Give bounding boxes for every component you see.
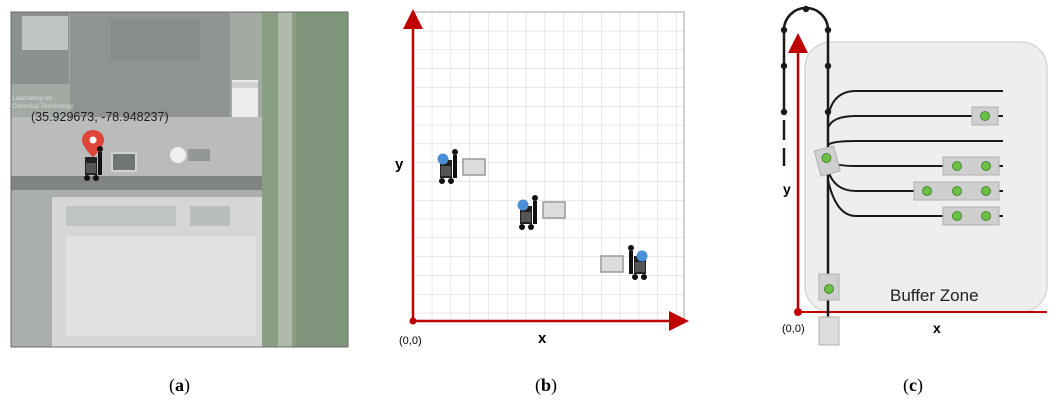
robot-position-1 <box>437 149 486 184</box>
x-axis-label: x <box>538 330 547 347</box>
caption-a: (a) <box>169 375 190 396</box>
cart-icon <box>111 152 137 172</box>
caption-b: (b) <box>535 375 557 396</box>
cart-icon <box>542 201 566 219</box>
buffer-zone-label: Buffer Zone <box>890 286 979 305</box>
map-frame <box>10 11 349 348</box>
road-right <box>278 12 292 347</box>
origin-dot <box>794 308 802 316</box>
faint-label-1: Laboratory for <box>12 95 53 102</box>
caption-c: (c) <box>903 375 923 396</box>
svg-text:(c): (c) <box>903 375 923 396</box>
road-center <box>11 176 262 190</box>
caption-letter: b <box>541 375 551 395</box>
robot-marker <box>636 250 648 262</box>
caption-letter: c <box>909 375 917 395</box>
gps-coordinate-label: (35.929673, -78.948237) <box>31 110 169 124</box>
origin-dot <box>409 317 417 325</box>
origin-label: (0,0) <box>782 323 805 335</box>
robot-position-2 <box>517 195 566 230</box>
y-axis-label: y <box>395 156 404 173</box>
cart-icon <box>600 255 624 273</box>
faint-label-2: Chemical Technology <box>12 103 74 110</box>
svg-text:(a): (a) <box>169 375 190 396</box>
panel-c-track-diagram: y x (0,0) Buffer Zone <box>780 5 1048 346</box>
y-axis-label: y <box>783 181 791 197</box>
robot-marker <box>517 199 529 211</box>
panel-b-grid-plot: y x (0,0) <box>395 9 689 347</box>
origin-label: (0,0) <box>399 335 422 347</box>
buffer-zone <box>804 41 1048 313</box>
panel-a-aerial-map: Laboratory for Chemical Technology (35.9… <box>10 11 349 348</box>
building-top-roof <box>110 20 200 60</box>
svg-text:(b): (b) <box>535 375 557 396</box>
cart-icon <box>462 158 486 176</box>
robot-marker <box>437 153 449 165</box>
roof-top-left <box>22 16 68 50</box>
robot-position-3 <box>600 245 648 280</box>
x-axis-label: x <box>933 320 941 336</box>
storage-slots <box>813 106 1000 346</box>
caption-letter: a <box>175 375 184 395</box>
tank-object <box>170 147 186 163</box>
